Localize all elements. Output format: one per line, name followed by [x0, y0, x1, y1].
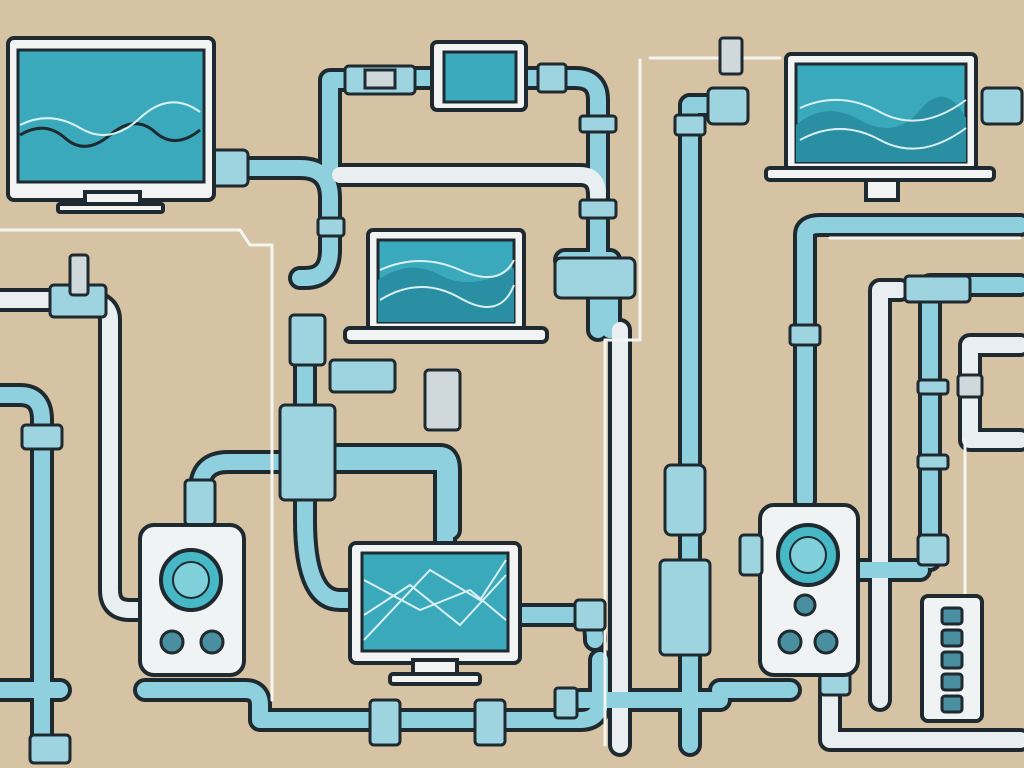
- pressure-sensor: [423, 368, 462, 432]
- mountain-graph-area: [796, 96, 966, 162]
- button-panel-icon: [940, 628, 964, 648]
- knob-icon: [199, 629, 225, 655]
- pipe-coupling: [578, 114, 618, 134]
- button-panel-icon: [940, 650, 964, 670]
- pipe-support: [473, 698, 507, 747]
- pipe-coupling: [553, 686, 579, 720]
- pipe-coupling: [673, 113, 707, 137]
- knob-icon: [159, 629, 185, 655]
- pipe-housing: [658, 558, 712, 657]
- pipe-coupling: [916, 378, 950, 396]
- knob-icon: [813, 629, 839, 655]
- elbow-fitting: [573, 598, 607, 632]
- monitor-top-right: [764, 52, 996, 202]
- pipe-fittings: [20, 36, 1024, 765]
- pipe-network: [0, 56, 1024, 762]
- tee-junction: [553, 256, 637, 300]
- button-panel-icon: [940, 606, 964, 626]
- wave-graph-line: [799, 127, 967, 150]
- monitor-bottom-center: [348, 541, 522, 686]
- valve-handle: [718, 36, 744, 76]
- valve-handle: [68, 253, 90, 297]
- pipe-coupling: [316, 216, 346, 238]
- pipe-coupling: [28, 733, 72, 765]
- wave-graph-line: [19, 101, 201, 136]
- filter-housing: [278, 403, 337, 502]
- knob-icon: [777, 629, 803, 655]
- pipe-coupling: [536, 62, 568, 94]
- pipe-support: [368, 698, 402, 747]
- line-graph-line: [363, 579, 507, 621]
- pipe-coupling: [20, 423, 64, 451]
- pipe-coupling: [183, 478, 217, 527]
- wave-graph-line: [379, 259, 515, 278]
- tee-junction: [903, 274, 972, 304]
- monitor-top-left: [6, 36, 216, 214]
- elbow-fitting: [328, 358, 397, 394]
- valve-body: [363, 68, 397, 90]
- water-meter-right: [738, 503, 860, 677]
- wave-graph-line: [799, 99, 967, 122]
- pipe-coupling: [916, 533, 950, 567]
- pipe-coupling: [916, 453, 950, 471]
- knob-icon: [793, 593, 817, 617]
- fitting-connector: [980, 86, 1024, 126]
- button-panel-icon: [940, 672, 964, 692]
- pipe-coupling: [288, 313, 327, 367]
- laptop-center: [343, 228, 549, 344]
- mountain-graph-area: [378, 267, 514, 322]
- vertical-valve: [663, 463, 707, 537]
- valve-body: [956, 373, 984, 399]
- button-panel-icon: [940, 694, 964, 714]
- line-graph-line: [363, 559, 507, 641]
- monitor-top-center: [430, 40, 528, 112]
- valve-assembly: [706, 86, 750, 126]
- pipe-coupling: [578, 198, 618, 220]
- water-meter-left: [138, 523, 246, 677]
- wave-graph-line: [379, 284, 515, 308]
- control-panel-right: [920, 594, 984, 723]
- pipe-coupling: [788, 323, 822, 347]
- line-graph-line: [363, 574, 507, 627]
